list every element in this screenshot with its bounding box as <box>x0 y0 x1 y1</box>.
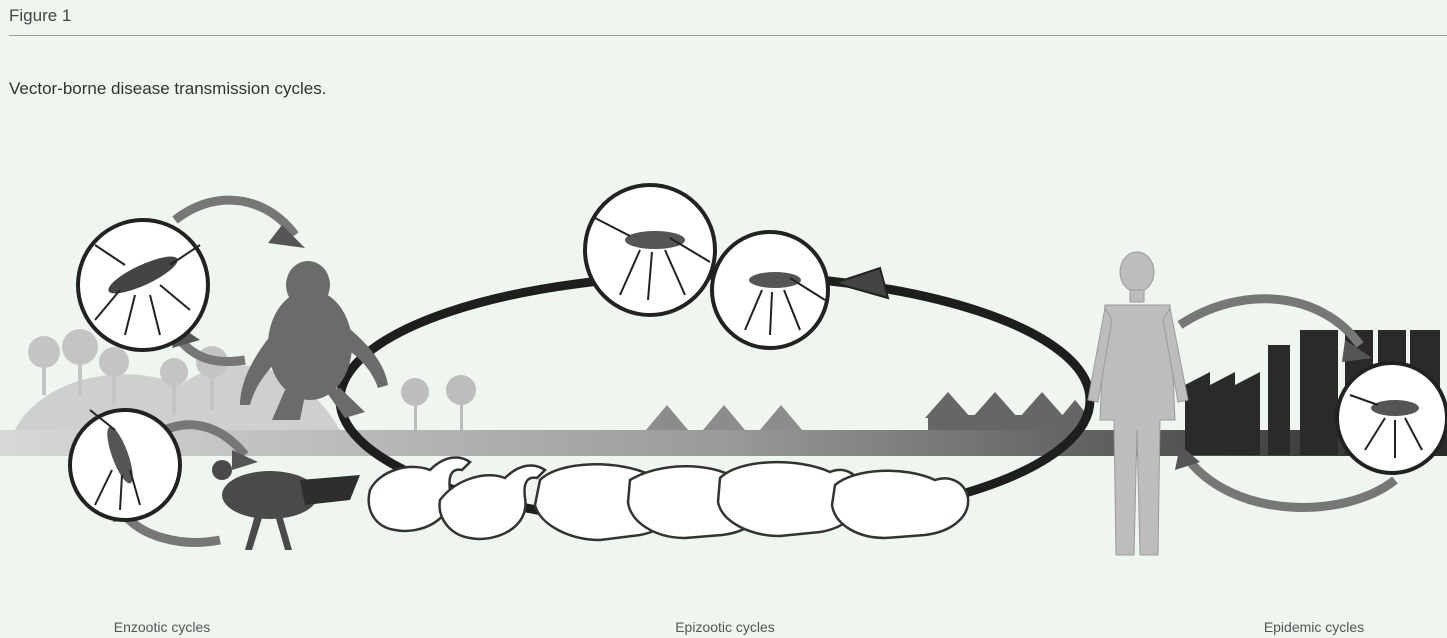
header-divider <box>9 35 1447 36</box>
transmission-diagram <box>0 180 1447 580</box>
town-roofs <box>925 392 1090 430</box>
village-roofs <box>646 405 802 430</box>
epizootic-arrowhead <box>835 268 888 298</box>
mosquito-circle-epizootic-left <box>585 185 715 315</box>
bird-host <box>212 460 360 550</box>
enzootic-arrow-upper <box>175 200 295 235</box>
epidemic-cycles-label: Epidemic cycles <box>1264 619 1364 635</box>
palm-trees-middle <box>401 375 476 430</box>
enzootic-cycles-label: Enzootic cycles <box>114 619 210 635</box>
figure-label: Figure 1 <box>9 6 71 26</box>
mosquito-circle-epizootic-right <box>712 232 828 348</box>
mosquito-circle-enzootic-lower <box>70 410 180 520</box>
pig-hosts <box>535 462 968 540</box>
mosquito-circle-enzootic-upper <box>78 220 208 350</box>
epizootic-cycles-label: Epizootic cycles <box>675 619 775 635</box>
figure-caption: Vector-borne disease transmission cycles… <box>9 79 326 99</box>
human-host <box>1088 252 1188 555</box>
mosquito-circle-epidemic <box>1337 363 1447 473</box>
duck-hosts <box>369 457 545 538</box>
